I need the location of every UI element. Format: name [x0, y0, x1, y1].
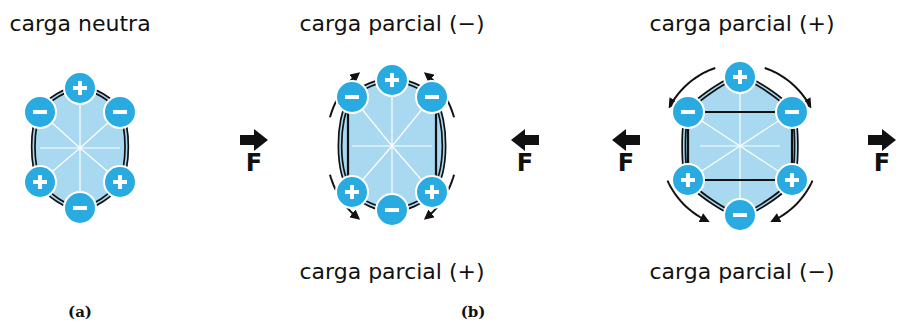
charge-symbol	[416, 176, 448, 208]
label-holder: carga neutra	[9, 11, 150, 36]
label-holder: F	[874, 150, 890, 178]
molecule-figure	[330, 64, 454, 226]
charge-symbol	[24, 166, 56, 198]
force-arrow	[612, 129, 640, 151]
panel-label: (b)	[461, 304, 486, 321]
force-arrow	[868, 129, 896, 151]
state-label: carga parcial (−)	[299, 11, 484, 36]
charge-symbol	[776, 96, 808, 128]
charge-symbol	[336, 81, 368, 113]
label-holder: carga parcial (−)	[649, 259, 834, 284]
charge-symbol	[376, 64, 408, 96]
molecule-outline-gap	[684, 77, 796, 215]
label-holder: (a)	[68, 304, 92, 321]
state-label: carga parcial (+)	[299, 259, 484, 284]
charge-symbol	[376, 194, 408, 226]
bond-spoke	[352, 145, 432, 146]
bond-spoke	[700, 145, 780, 146]
force-label: F	[618, 150, 634, 178]
state-label: carga parcial (−)	[649, 259, 834, 284]
charge-symbol	[104, 96, 136, 128]
charge-symbol	[24, 96, 56, 128]
charge-symbol	[64, 192, 96, 224]
charge-symbol	[776, 164, 808, 196]
label-holder: (b)	[461, 304, 486, 321]
label-holder: carga parcial (+)	[299, 259, 484, 284]
charge-symbol	[336, 176, 368, 208]
charge-symbol	[104, 166, 136, 198]
molecule-figure	[667, 61, 812, 231]
label-holder: F	[246, 150, 262, 178]
force-arrow	[511, 129, 539, 151]
charge-symbol	[724, 199, 756, 231]
state-label: carga parcial (+)	[649, 11, 834, 36]
charge-symbol	[724, 61, 756, 93]
label-holder: carga parcial (+)	[649, 11, 834, 36]
molecule-outline	[684, 77, 796, 215]
molecule-figure	[24, 72, 136, 224]
force-arrow	[240, 129, 268, 151]
force-label: F	[246, 150, 262, 178]
charge-symbol	[672, 164, 704, 196]
label-holder: carga parcial (−)	[299, 11, 484, 36]
charge-symbol	[672, 96, 704, 128]
charge-symbol	[416, 81, 448, 113]
label-holder: F	[517, 150, 533, 178]
force-label: F	[517, 150, 533, 178]
charge-symbol	[64, 72, 96, 104]
bond-spoke	[40, 147, 120, 148]
state-label: carga neutra	[9, 11, 150, 36]
force-label: F	[874, 150, 890, 178]
label-holder: F	[618, 150, 634, 178]
panel-label: (a)	[68, 304, 92, 321]
